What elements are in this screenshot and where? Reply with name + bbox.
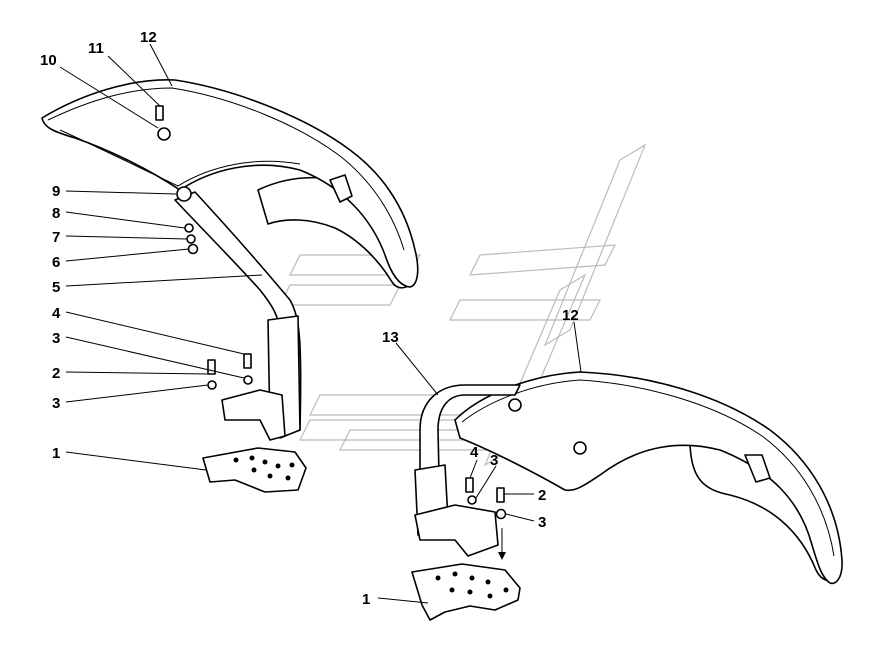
- right-assembly-arrowhead: [498, 552, 506, 560]
- right-fender-rim: [461, 379, 835, 557]
- left-nut-6: [187, 243, 199, 255]
- callout-4-left: 4: [52, 305, 61, 322]
- callout-3b-right: 3: [538, 514, 546, 531]
- callout-13-right: 13: [382, 329, 399, 346]
- left-washer-7: [186, 234, 196, 244]
- callout-3b-left: 3: [52, 395, 60, 412]
- callout-3-left: 3: [52, 330, 60, 347]
- callout-3-right: 3: [490, 452, 498, 469]
- left-fender-clip: [329, 174, 353, 203]
- callout-1-right: 1: [362, 591, 370, 608]
- left-nut-9: [176, 186, 192, 202]
- callout-12-left: 12: [140, 29, 157, 46]
- right-fender-top: [454, 371, 843, 585]
- right-washer-3: [467, 495, 477, 505]
- left-washer-3b: [207, 380, 217, 390]
- callout-11-left: 11: [88, 40, 104, 57]
- left-fender-rim-lower: [59, 129, 301, 187]
- left-fender-rim: [47, 87, 405, 251]
- left-bracket-holes: [233, 455, 295, 481]
- left-washer-10: [157, 127, 171, 141]
- right-support-base: [414, 504, 499, 557]
- callout-4-right: 4: [470, 444, 479, 461]
- right-nut-top: [508, 398, 522, 412]
- right-bracket-plate: [411, 563, 521, 621]
- left-bolt-4: [243, 353, 252, 369]
- callout-7-left: 7: [52, 229, 60, 246]
- callout-12-right: 12: [562, 307, 579, 324]
- left-washer-8: [184, 223, 194, 233]
- callout-5-left: 5: [52, 279, 60, 296]
- left-fender-assembly: [41, 79, 419, 493]
- callout-8-left: 8: [52, 205, 60, 222]
- right-nut-mid: [573, 441, 587, 455]
- right-washer-3b: [495, 508, 507, 520]
- left-bolt-2: [207, 359, 216, 375]
- callout-labels: 10 11 12 9 8 7 6 5 4 3 2 3 1 13 12 4 3 2…: [40, 29, 579, 608]
- left-support-base: [221, 389, 286, 441]
- callout-6-left: 6: [52, 254, 60, 271]
- callout-2-left: 2: [52, 365, 60, 382]
- callout-9-left: 9: [52, 183, 60, 200]
- callout-1-left: 1: [52, 445, 60, 462]
- right-bolt-4: [465, 477, 474, 493]
- leader-lines: [59, 43, 582, 604]
- right-bracket-holes: [435, 571, 509, 599]
- callout-2-right: 2: [538, 487, 546, 504]
- right-bolt-2: [496, 487, 505, 503]
- left-washer-3: [243, 375, 253, 385]
- callout-10-left: 10: [40, 52, 57, 69]
- right-fender-assembly: [411, 371, 843, 621]
- right-fender-clip: [744, 454, 771, 483]
- left-bolt-11: [155, 105, 164, 121]
